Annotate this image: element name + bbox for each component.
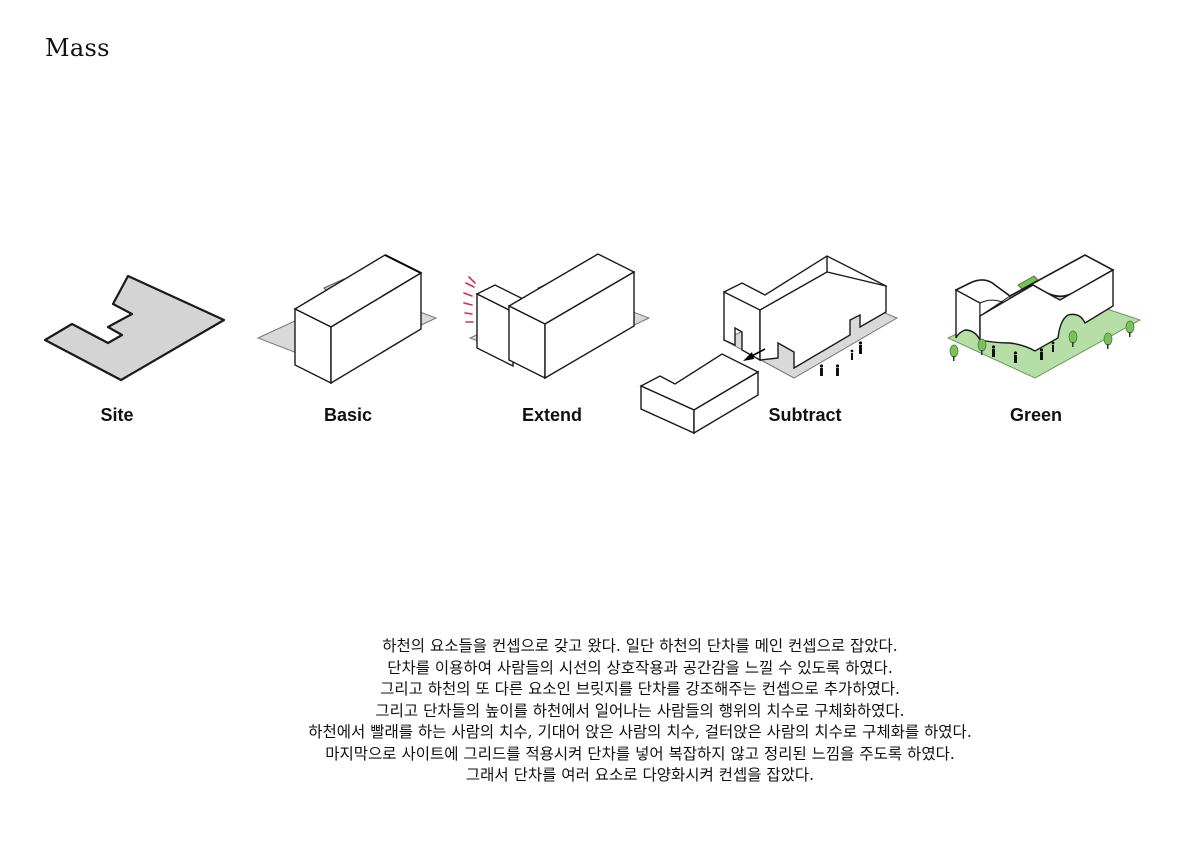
description-line: 하천의 요소들을 컨셉으로 갖고 왔다. 일단 하천의 단차를 메인 컨셉으로 … xyxy=(382,637,898,655)
basic-diagram xyxy=(256,254,438,385)
subtract-people xyxy=(819,341,863,376)
basic-mass-right xyxy=(330,271,422,385)
extend-red-marks xyxy=(463,276,476,323)
green-diagram xyxy=(946,254,1142,379)
description-line: 마지막으로 사이트에 그리드를 적용시켜 단차를 넣어 복잡하지 않고 정리된 … xyxy=(325,744,955,763)
description-line: 그리고 단차들의 높이를 하천에서 일어나는 사람들의 행위의 치수로 구체화하… xyxy=(375,701,905,720)
description-line: 단차를 이용하여 사람들의 시선의 상호작용과 공간감을 느낄 수 있도록 하였… xyxy=(387,658,893,677)
stage-label-green: Green xyxy=(1009,405,1063,425)
concept-description: 하천의 요소들을 컨셉으로 갖고 왔다. 일단 하천의 단차를 메인 컨셉으로 … xyxy=(0,636,1192,787)
page-title: Mass xyxy=(45,34,110,62)
site-diagram xyxy=(43,274,226,382)
green-people xyxy=(991,341,1055,363)
stage-label-subtract: Subtract xyxy=(768,405,842,425)
stage-label-extend: Extend xyxy=(521,405,583,425)
description-line: 그리고 하천의 또 다른 요소인 브릿지를 단차를 강조해주는 컨셉으로 추가하… xyxy=(380,680,900,698)
extend-diagram xyxy=(463,253,651,380)
stage-label-basic: Basic xyxy=(323,405,373,425)
green-trees xyxy=(949,320,1135,361)
description-line: 하천에서 빨래를 하는 사람의 치수, 기대어 앉은 사람의 치수, 걸터앉은 … xyxy=(308,723,972,741)
subtract-diagram xyxy=(639,255,899,435)
stage-label-site: Site xyxy=(100,405,134,425)
description-line: 그래서 단차를 여러 요소로 다양화시켜 컨셉을 잡았다. xyxy=(465,766,815,784)
site-plot xyxy=(43,274,226,382)
